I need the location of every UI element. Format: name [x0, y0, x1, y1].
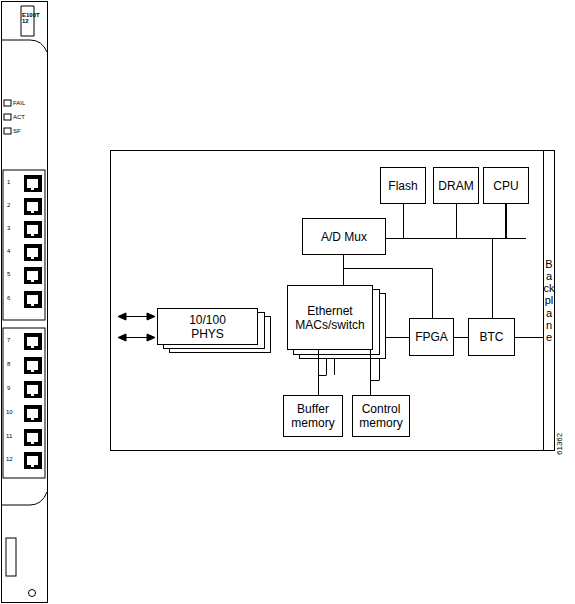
port-number: 5: [7, 271, 10, 277]
led: [4, 100, 11, 106]
rj45-port: [24, 291, 42, 308]
memory-box: Control memory: [352, 395, 410, 437]
node-label: Flash: [388, 179, 417, 193]
connector: [386, 204, 507, 239]
latch-slot: [6, 538, 16, 576]
port-number: 4: [7, 248, 10, 254]
fpga-box: FPGA: [409, 318, 454, 356]
node-label: FPGA: [415, 330, 448, 344]
connector: [386, 204, 457, 239]
rj45-ports: [24, 175, 42, 469]
port-number: 8: [7, 361, 10, 367]
rj45-port: [24, 267, 42, 284]
port-number: 10: [6, 409, 13, 415]
rj45-port: [24, 198, 42, 215]
rj45-port: [24, 381, 42, 398]
node-label: DRAM: [438, 179, 473, 193]
connector: [318, 350, 319, 395]
connector: [386, 204, 404, 239]
led-label: FAIL: [13, 100, 25, 106]
connector: [454, 337, 468, 338]
mux-box: A/D Mux: [302, 218, 386, 255]
led: [4, 114, 11, 120]
port-number: 7: [7, 337, 10, 343]
rj45-port: [24, 244, 42, 261]
port-group: [3, 328, 45, 478]
rj45-port: [24, 175, 42, 192]
memory-box: Flash: [380, 167, 426, 204]
port-group: [3, 170, 45, 320]
phy-box: 10/100 PHYS: [157, 308, 258, 345]
figure-number: 61362: [556, 433, 564, 455]
node-label: CPU: [493, 179, 518, 193]
board-outline: [111, 151, 555, 451]
rj45-port: [24, 333, 42, 350]
connector: [493, 204, 506, 318]
port-number: 9: [7, 385, 10, 391]
memory-box: Buffer memory: [283, 395, 343, 437]
port-number: 2: [7, 202, 10, 208]
led-label: ACT: [13, 114, 25, 120]
screw: [29, 590, 36, 597]
port-number: 12: [6, 456, 13, 462]
top-latch: [2, 40, 48, 52]
port-number: 1: [7, 179, 10, 185]
rj45-port: [24, 357, 42, 374]
led-label: SF: [13, 128, 21, 134]
rj45-port: [24, 429, 42, 446]
external-link-arrows: [118, 313, 155, 341]
port-number: 3: [7, 225, 10, 231]
switch-box: Ethernet MACs/switch: [287, 285, 373, 350]
memory-box: DRAM: [433, 167, 479, 204]
node-label: Buffer memory: [288, 402, 338, 430]
led: [4, 128, 11, 134]
node-label: Ethernet MACs/switch: [292, 304, 368, 332]
port-number: 11: [6, 433, 12, 439]
backplane-band: Backplane: [543, 150, 555, 451]
rj45-port: [24, 405, 42, 422]
btc-box: BTC: [468, 318, 515, 356]
rj45-port: [24, 452, 42, 469]
port-number: 6: [7, 295, 10, 301]
connector: [370, 350, 371, 395]
connector: [385, 337, 409, 338]
node-label: Control memory: [356, 402, 406, 430]
node-label: 10/100 PHYS: [183, 313, 233, 341]
connector: [515, 337, 543, 338]
card-name: E100T 12: [22, 12, 42, 25]
node-label: A/D Mux: [321, 230, 367, 244]
faceplate: [2, 2, 48, 603]
bottom-latch: [2, 492, 48, 505]
rj45-port: [24, 221, 42, 238]
node-label: Backplane: [544, 258, 555, 343]
processor-box: CPU: [483, 167, 529, 204]
node-label: BTC: [480, 330, 504, 344]
